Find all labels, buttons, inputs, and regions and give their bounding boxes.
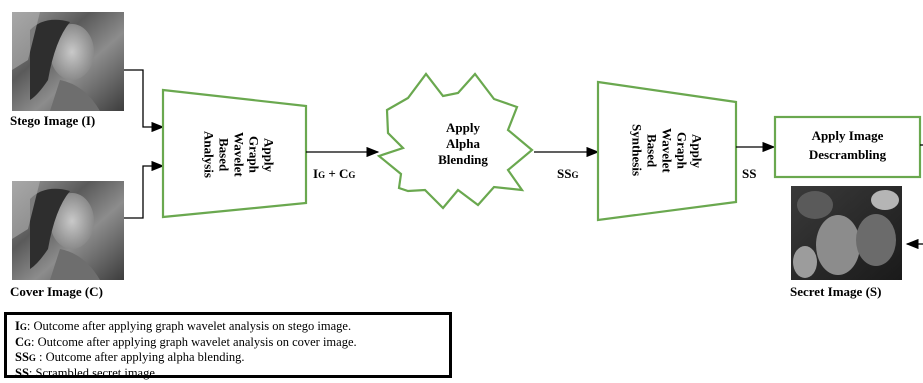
cover-image xyxy=(12,181,124,280)
blending-line: Blending xyxy=(438,152,488,167)
legend-row: SS: Scrambled secret image. xyxy=(15,365,159,380)
cover-image-label: Cover Image (C) xyxy=(10,284,103,299)
secret-image xyxy=(791,186,902,280)
synthesis-line: Graph xyxy=(674,132,690,169)
analysis-lines: Apply Graph Wavelet Based Analysis xyxy=(184,107,294,202)
synthesis-line: Based xyxy=(644,133,660,168)
blending-text: Apply Alpha Blending xyxy=(415,120,511,168)
descrambling-block xyxy=(773,115,922,179)
synthesis-block xyxy=(596,80,738,222)
analysis-line: Based xyxy=(216,137,232,172)
ig-cg-label: IG + CG xyxy=(313,166,356,181)
blending-line: Apply xyxy=(446,120,480,135)
legend-row: IG: Outcome after applying graph wavelet… xyxy=(15,319,352,333)
analysis-line: Apply xyxy=(261,137,277,172)
analysis-line: Graph xyxy=(246,136,262,173)
legend-row: SSG : Outcome after applying alpha blend… xyxy=(15,350,245,364)
ssg-label: SSG xyxy=(557,166,579,181)
ss-label: SS xyxy=(742,166,757,181)
descrambling-line: Apply Image xyxy=(811,128,884,143)
synthesis-lines: Apply Graph Wavelet Based Synthesis xyxy=(612,103,722,198)
synthesis-line: Apply xyxy=(689,133,705,168)
synthesis-line: Wavelet xyxy=(659,128,675,173)
blending-line: Alpha xyxy=(446,136,480,151)
descrambling-text: Apply Image Descrambling xyxy=(776,126,919,164)
analysis-block xyxy=(161,88,308,219)
analysis-line: Wavelet xyxy=(231,132,247,177)
blending-block xyxy=(376,72,534,210)
input-connectors xyxy=(124,69,165,219)
legend-box: IG: Outcome after applying graph wavelet… xyxy=(4,312,452,380)
descrambling-line: Descrambling xyxy=(808,147,887,162)
stego-image-label: Stego Image (I) xyxy=(10,113,96,128)
legend-row: CG: Outcome after applying graph wavelet… xyxy=(15,334,357,349)
secret-image-label: Secret Image (S) xyxy=(790,284,882,299)
analysis-line: Analysis xyxy=(201,131,217,178)
synthesis-line: Synthesis xyxy=(629,124,645,177)
stego-image xyxy=(12,12,124,111)
